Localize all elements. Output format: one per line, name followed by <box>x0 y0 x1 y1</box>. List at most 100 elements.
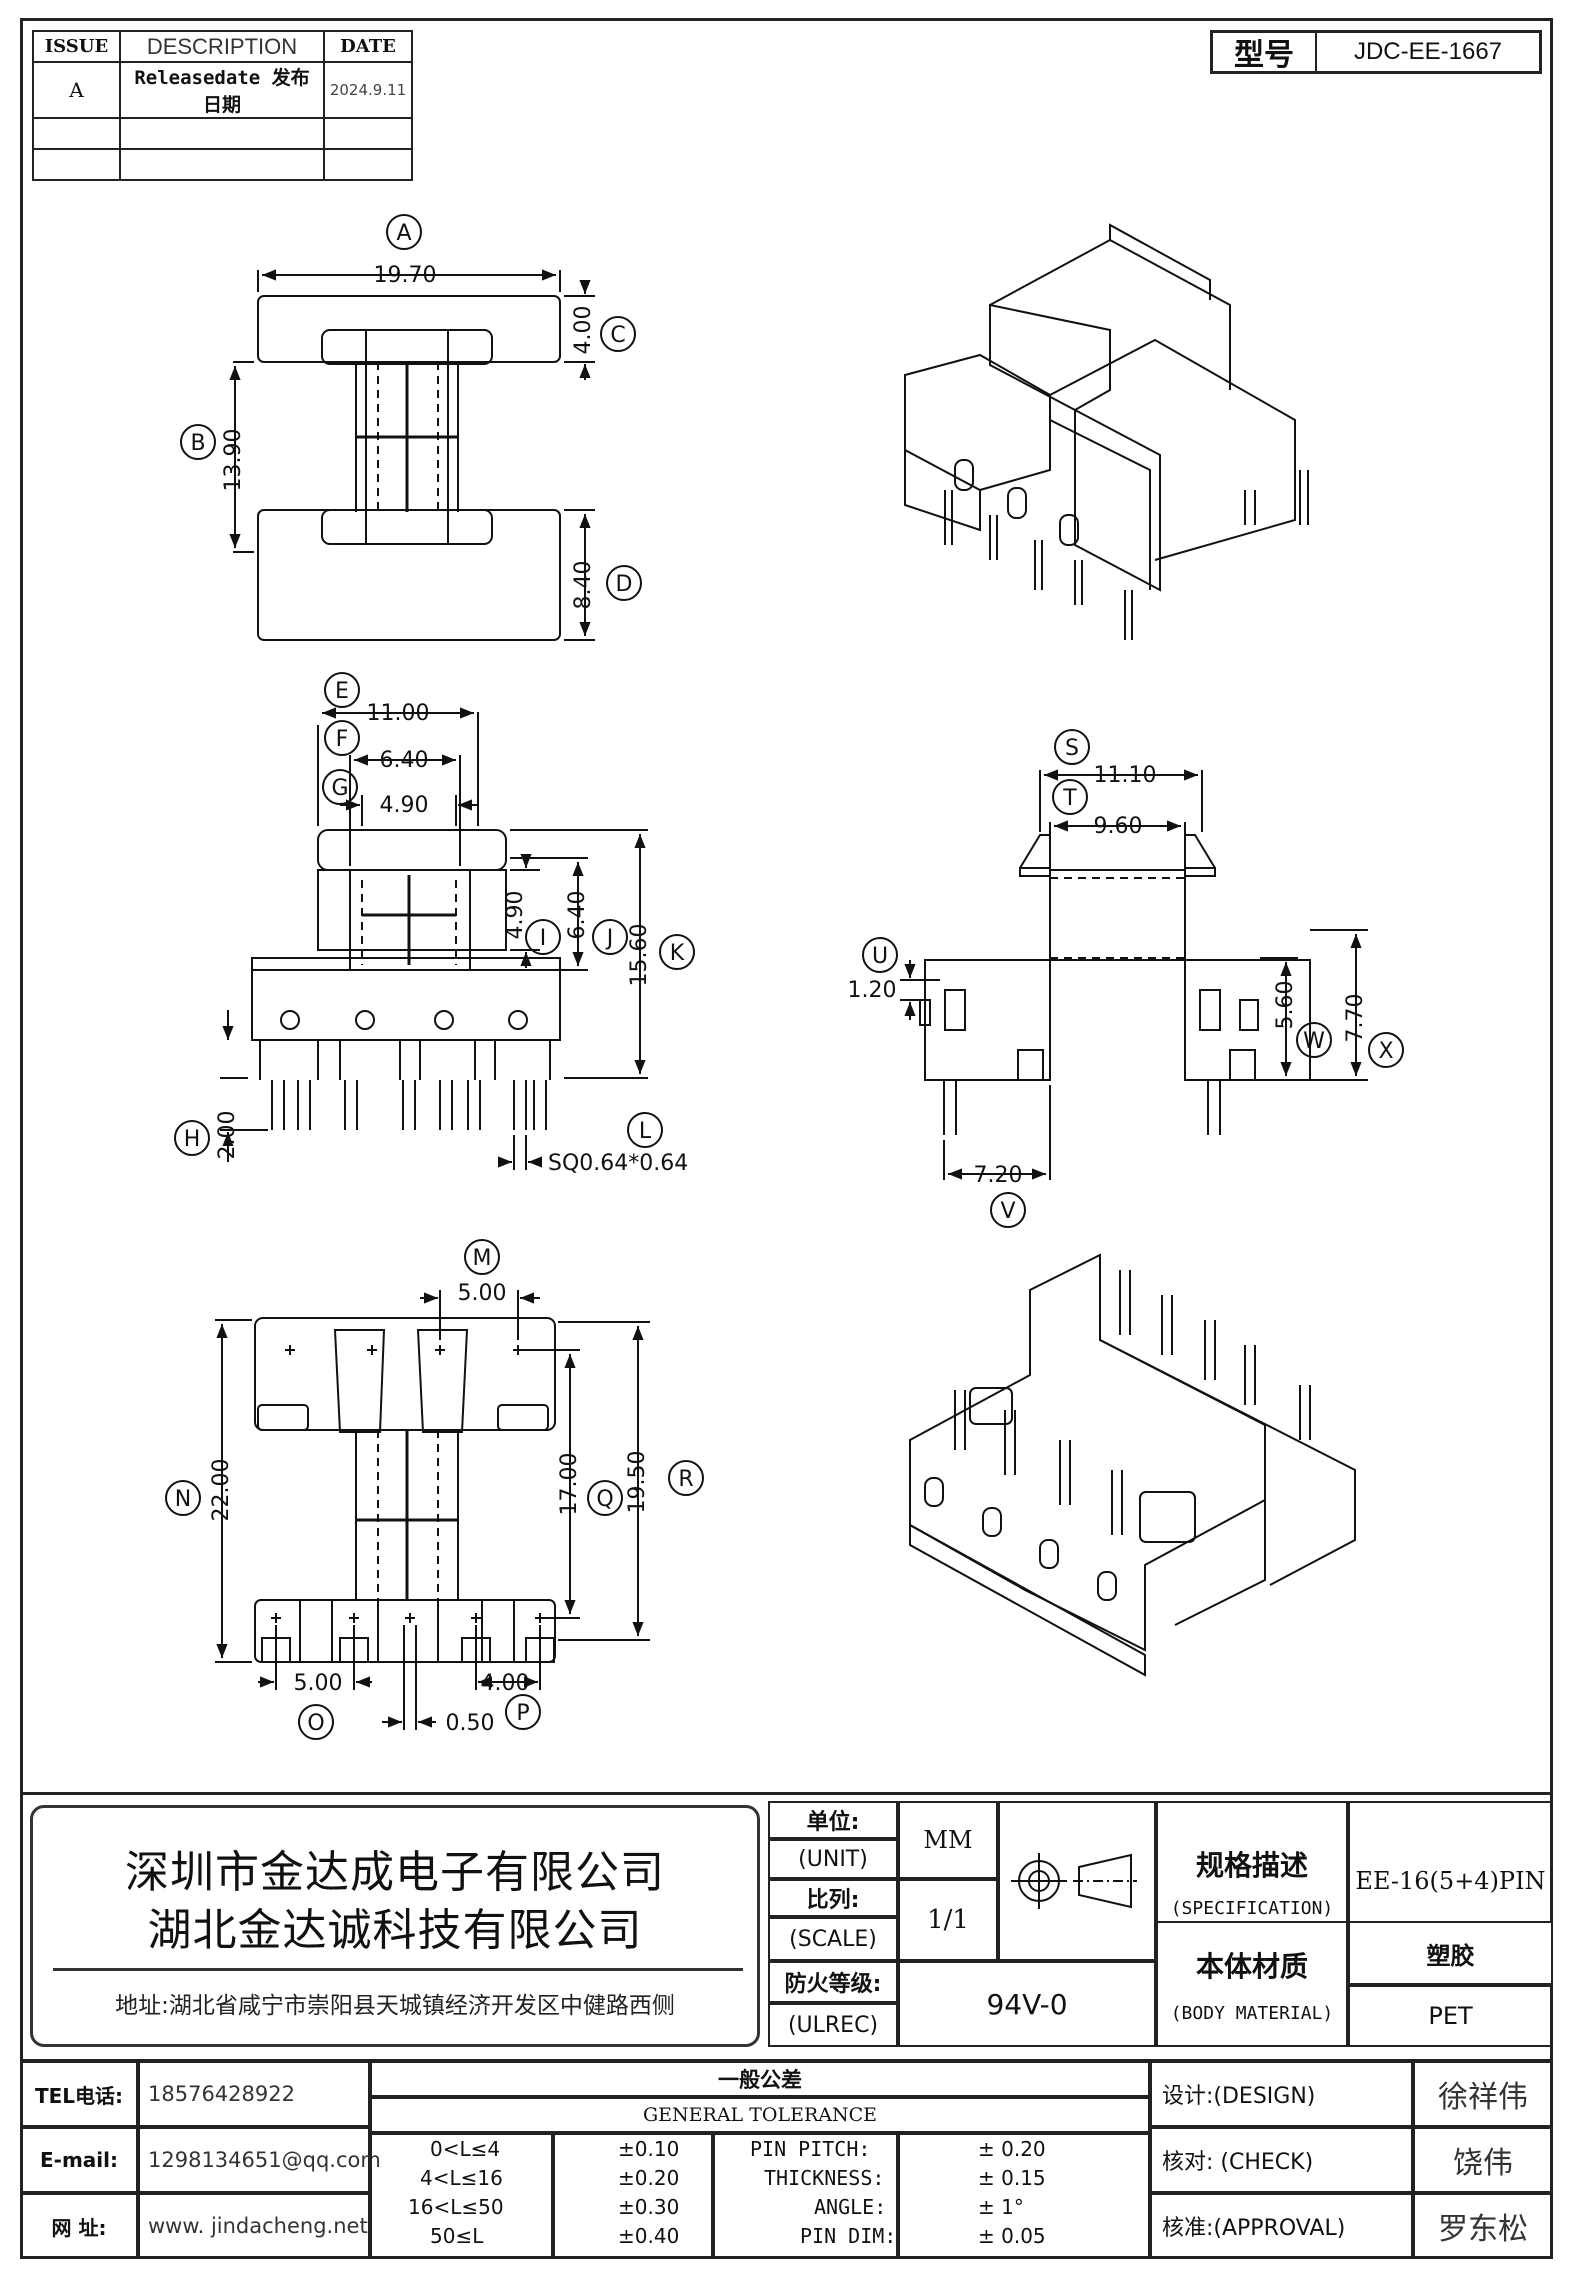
tol-value: ±0.40 <box>618 2224 680 2248</box>
balloon-n: N <box>175 1487 191 1512</box>
dim-p-value: 4.00 <box>481 1671 530 1696</box>
tol-value: ±0.20 <box>618 2166 680 2190</box>
title-block: 深圳市金达成电子有限公司 湖北金达诚科技有限公司 地址:湖北省咸宁市崇阳县天城镇… <box>20 1792 1553 2259</box>
scale-value: 1/1 <box>898 1879 998 1961</box>
dim-m-value: 5.00 <box>458 1281 507 1306</box>
balloon-f: F <box>336 727 349 752</box>
date-cell <box>323 148 413 181</box>
balloon-v: V <box>1000 1199 1015 1224</box>
balloon-a: A <box>396 221 411 246</box>
side-view <box>862 729 1404 1228</box>
material-value: PET <box>1348 1985 1553 2047</box>
dim-o-value: 5.00 <box>294 1671 343 1696</box>
balloon-i: I <box>540 926 547 951</box>
website-value: www. jindacheng.net <box>138 2193 370 2259</box>
dim-f-value: 6.40 <box>380 748 429 773</box>
projection-symbol <box>998 1801 1156 1961</box>
tol-row: 0<L≤4 ±0.10 PIN PITCH: ± 0.20 <box>370 2137 1150 2166</box>
dim-v-value: 7.20 <box>974 1163 1023 1188</box>
issue-cell <box>32 117 121 150</box>
model-number: JDC-EE-1667 <box>1353 38 1503 65</box>
dim-l-value: SQ0.64*0.64 <box>548 1151 688 1176</box>
approval-label: 核准:(APPROVAL) <box>1150 2193 1413 2259</box>
fire-rating-value: 94V-0 <box>898 1961 1156 2047</box>
approval-name: 罗东松 <box>1413 2193 1553 2259</box>
description-cell: Releasedate 发布日期 <box>119 61 325 119</box>
tol-row: 4<L≤16 ±0.20 THICKNESS: ± 0.15 <box>370 2166 1150 2195</box>
unit-value: MM <box>898 1801 998 1879</box>
dim-w-value: 5.60 <box>1273 981 1298 1030</box>
company-address: 地址:湖北省咸宁市崇阳县天城镇经济开发区中健路西侧 <box>115 1993 675 2019</box>
tol-range: 0<L≤4 <box>430 2137 501 2161</box>
tol-key-value: ± 0.15 <box>978 2166 1046 2190</box>
balloon-x: X <box>1378 1039 1393 1064</box>
company-box: 深圳市金达成电子有限公司 湖北金达诚科技有限公司 地址:湖北省咸宁市崇阳县天城镇… <box>30 1805 760 2047</box>
tol-key-value: ± 0.20 <box>978 2137 1046 2161</box>
dim-a-value: 19.70 <box>374 263 437 288</box>
description-cell <box>119 148 325 181</box>
company-name-2: 湖北金达诚科技有限公司 <box>147 1905 643 1956</box>
dim-s-value: 11.10 <box>1094 763 1157 788</box>
model-label: 型号 <box>1213 33 1317 73</box>
balloon-l: L <box>639 1119 652 1144</box>
balloon-g: G <box>331 776 348 801</box>
tol-range: 50≤L <box>430 2224 484 2248</box>
dim-r-value: 19.50 <box>625 1451 650 1514</box>
spec-label: 规格描述 <box>1195 1848 1308 1882</box>
divider <box>53 1968 743 1971</box>
balloon-t: T <box>1062 786 1077 811</box>
issue-header: ISSUE <box>32 30 121 63</box>
balloon-p: P <box>516 1701 529 1726</box>
dim-d-value: 8.40 <box>571 561 596 610</box>
balloon-s: S <box>1065 736 1079 761</box>
fire-rating-label: 防火等级: <box>768 1961 898 2003</box>
design-name: 徐祥伟 <box>1413 2061 1553 2127</box>
tolerance-title: 一般公差 <box>370 2061 1150 2097</box>
tol-range: 4<L≤16 <box>420 2166 503 2190</box>
scale-label-en: (SCALE) <box>768 1917 898 1961</box>
email-label: E-mail: <box>20 2127 138 2193</box>
tol-key-value: ± 0.05 <box>978 2224 1046 2248</box>
dim-x-value: 7.70 <box>1343 994 1368 1043</box>
balloon-j: J <box>605 926 614 951</box>
tolerance-title-en: GENERAL TOLERANCE <box>370 2097 1150 2133</box>
material-cell: 本体材质 (BODY MATERIAL) <box>1156 1921 1348 2047</box>
dimension-labels: A 19.70 B 13.90 C 4.00 D 8.40 E 11.00 F … <box>175 221 1394 1736</box>
balloon-m: M <box>473 1246 492 1271</box>
tol-key: ANGLE: <box>814 2195 887 2219</box>
dim-g-value: 4.90 <box>380 793 429 818</box>
top-view <box>180 214 642 641</box>
technical-drawing: A 19.70 B 13.90 C 4.00 D 8.40 E 11.00 F … <box>165 214 1404 1740</box>
description-cell <box>119 117 325 150</box>
email-value: 1298134651@qq.com <box>138 2127 381 2193</box>
dim-c-value: 4.00 <box>571 306 596 355</box>
tol-value: ±0.10 <box>618 2137 680 2161</box>
tol-row: 50≤L ±0.40 PIN DIM: ± 0.05 <box>370 2224 1150 2253</box>
balloon-e: E <box>335 679 349 704</box>
dim-j-value: 6.40 <box>565 891 590 940</box>
tol-range: 16<L≤50 <box>408 2195 504 2219</box>
spec-value: EE-16(5+4)PIN <box>1348 1801 1553 1961</box>
check-label: 核对: (CHECK) <box>1150 2127 1413 2193</box>
balloon-d: D <box>616 572 633 597</box>
material-label: 本体材质 <box>1195 1949 1308 1983</box>
design-label: 设计:(DESIGN) <box>1150 2061 1413 2127</box>
bottom-view <box>165 1239 704 1740</box>
balloon-w: W <box>1303 1029 1325 1054</box>
date-cell <box>323 117 413 150</box>
balloon-u: U <box>872 944 888 969</box>
balloon-k: K <box>670 941 685 966</box>
unit-label-en: (UNIT) <box>768 1839 898 1879</box>
company-name-1: 深圳市金达成电子有限公司 <box>125 1847 665 1898</box>
issue-cell <box>32 148 121 181</box>
date-header: DATE <box>323 30 413 63</box>
tol-row: 16<L≤50 ±0.30 ANGLE: ± 1° <box>370 2195 1150 2224</box>
tol-key: THICKNESS: <box>764 2166 885 2190</box>
spec-label-en: (SPECIFICATION) <box>1170 1897 1334 1919</box>
third-angle-projection-icon <box>1011 1853 1137 1909</box>
revision-table: ISSUE DESCRIPTION DATE A Releasedate 发布日… <box>32 30 413 181</box>
issue-cell: A <box>32 61 121 119</box>
dim-i-value: 4.90 <box>503 891 528 940</box>
tol-key: PIN DIM: <box>800 2224 897 2248</box>
dim-e-value: 11.00 <box>367 701 430 726</box>
